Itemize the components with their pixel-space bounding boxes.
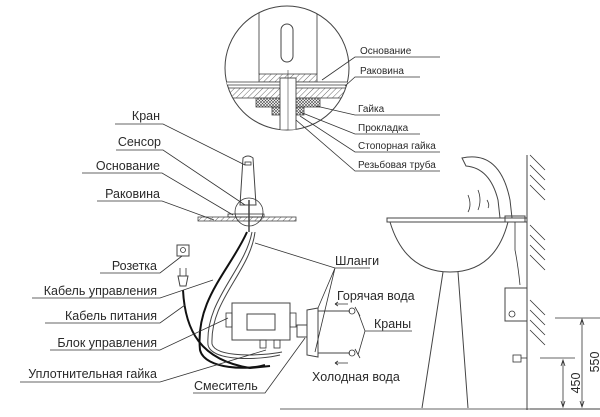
detail-label-lock-nut: Стопорная гайка	[358, 141, 436, 152]
wall-sink-drawing	[280, 154, 600, 410]
detail-label-gasket: Прокладка	[358, 123, 409, 134]
label-power-cable: Кабель питания	[65, 309, 157, 323]
label-faucet: Кран	[132, 109, 160, 123]
detail-magnifier	[224, 5, 350, 131]
label-mixer: Смеситель	[194, 379, 258, 393]
label-control-unit: Блок управления	[57, 336, 157, 350]
control-unit	[225, 302, 297, 349]
detail-label-threaded-pipe: Резьбовая труба	[358, 159, 436, 171]
label-base: Основание	[96, 159, 160, 173]
cables-and-hoses	[182, 231, 283, 370]
cold-water-arrow-icon	[334, 360, 348, 366]
power-socket	[176, 244, 190, 257]
label-socket: Розетка	[112, 259, 157, 273]
dimension-lines	[530, 317, 600, 410]
left-leaders	[20, 123, 412, 394]
sensor-faucet	[197, 155, 297, 232]
detail-label-sink: Раковина	[360, 66, 404, 77]
label-hoses: Шланги	[335, 254, 379, 268]
label-valves: Краны	[374, 317, 411, 331]
label-cold-water: Холодная вода	[312, 370, 400, 384]
dimension-450: 450	[569, 373, 583, 394]
label-hot-water: Горячая вода	[337, 289, 415, 303]
label-sink: Раковина	[105, 187, 160, 201]
detail-label-base: Основание	[360, 46, 412, 57]
power-plug	[177, 268, 189, 287]
label-sealing-nut: Уплотнительная гайка	[28, 367, 157, 381]
dimension-550: 550	[588, 352, 600, 373]
label-control-cable: Кабель управления	[44, 284, 157, 298]
mixer-valves	[296, 301, 361, 366]
hot-water-arrow-icon	[334, 301, 348, 307]
detail-leaders	[295, 56, 440, 172]
detail-label-nut: Гайка	[358, 104, 385, 115]
label-sensor: Сенсор	[118, 135, 161, 149]
